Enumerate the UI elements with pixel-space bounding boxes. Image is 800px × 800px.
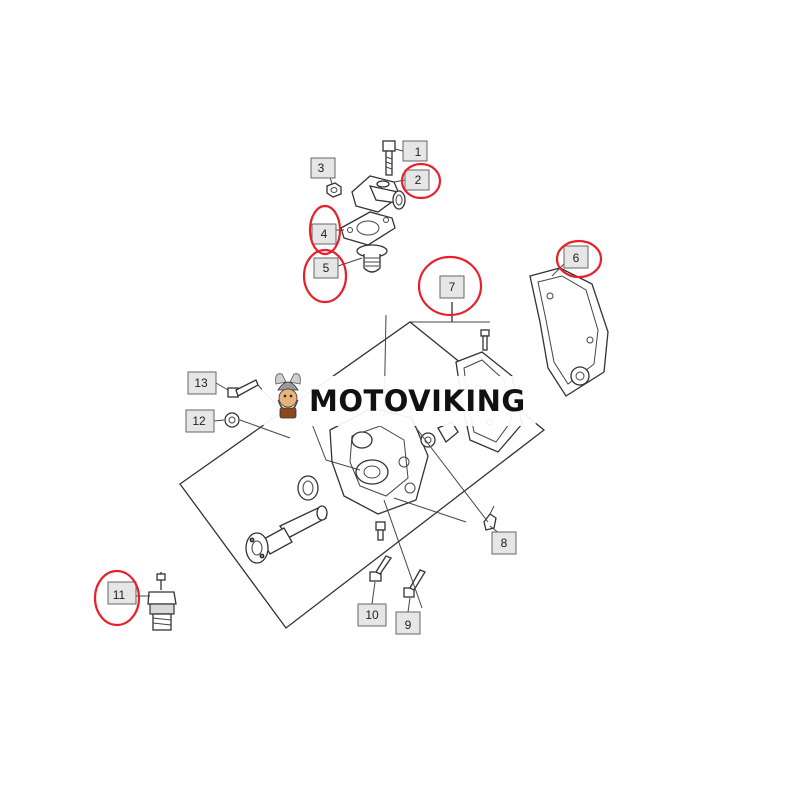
leader-lines (128, 148, 567, 613)
callout-8: 8 (491, 531, 517, 555)
callout-7: 7 (439, 275, 465, 299)
highlight-callout-7 (417, 255, 483, 317)
small-nut (326, 182, 342, 198)
callout-7-number: 7 (449, 280, 456, 294)
pump-seal (297, 475, 319, 501)
bolt-13 (227, 379, 259, 398)
callout-13: 13 (187, 371, 217, 395)
pump-shaft (261, 505, 328, 555)
motoviking-watermark: MOTOVIKING (262, 373, 536, 426)
callout-2-number: 2 (415, 173, 422, 187)
callout-10-number: 10 (365, 608, 379, 622)
drain-fitting (483, 505, 497, 531)
callout-11: 11 (107, 581, 137, 605)
parts-drawing (128, 140, 609, 631)
thermostat (356, 244, 388, 273)
callout-6-number: 6 (573, 251, 580, 265)
callout-9: 9 (395, 611, 421, 635)
callout-4: 4 (311, 223, 337, 245)
thermostat-cover-bolt (382, 140, 396, 176)
highlight-callout-6 (555, 239, 603, 279)
callout-2: 2 (404, 169, 430, 191)
callout-1-number: 1 (415, 145, 422, 159)
callouts: 1 2 3 4 5 6 7 8 (107, 140, 589, 635)
callout-12-number: 12 (192, 414, 206, 428)
highlight-callout-11 (93, 569, 141, 627)
callout-8-number: 8 (501, 536, 508, 550)
timing-cover-gasket (529, 267, 609, 397)
thermostat-housing (351, 175, 406, 213)
callout-5-number: 5 (323, 261, 330, 275)
callout-11-number: 11 (113, 588, 126, 602)
gasket-bolt (480, 329, 490, 351)
washer-12 (224, 412, 240, 428)
pump-bolt-9 (403, 569, 426, 598)
callout-9-number: 9 (405, 618, 412, 632)
viking-mascot-icon (275, 373, 301, 419)
water-pump-body (329, 407, 429, 515)
pump-flange (245, 532, 269, 564)
pump-stud (375, 521, 386, 541)
callout-12: 12 (185, 409, 215, 433)
highlight-callout-4 (308, 204, 342, 256)
highlight-marks (93, 162, 603, 627)
temperature-sensor (147, 572, 177, 631)
highlight-callout-2 (400, 162, 442, 200)
pump-bolt-10 (369, 555, 392, 582)
callout-1: 1 (402, 140, 428, 162)
watermark-background (262, 376, 536, 426)
callout-3-number: 3 (318, 161, 325, 175)
highlight-callout-5 (302, 248, 348, 304)
callout-3: 3 (310, 157, 336, 179)
callout-5: 5 (313, 257, 339, 279)
thermostat-gasket (340, 211, 396, 246)
callout-13-number: 13 (194, 376, 208, 390)
callout-10: 10 (357, 603, 387, 627)
pump-fitting (420, 421, 459, 448)
watermark-brand-text: MOTOVIKING (309, 384, 526, 418)
callout-6: 6 (563, 245, 589, 269)
callout-4-number: 4 (321, 227, 328, 241)
